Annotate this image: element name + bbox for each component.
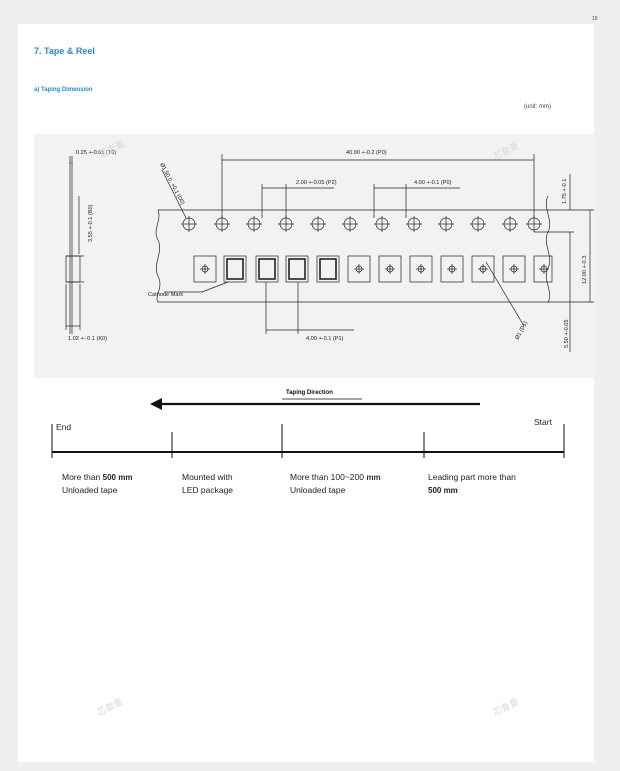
segment-end-unloaded: More than 500 mm Unloaded tape — [62, 472, 133, 495]
dim-t0: 0.25 +-0.05 (T0) — [76, 150, 116, 156]
taping-dimension-drawing: 0.25 +-0.05 (T0) Ø1.50 0, +0.1 (D0) 40.0… — [34, 134, 594, 378]
tape-right-edge — [545, 195, 551, 303]
dim-p2: 2.00 +-0.05 (P2) — [296, 180, 337, 186]
subsection-title: a) Taping Dimension — [34, 87, 93, 93]
dim-p0: 4.00 +-0.1 (P0) — [414, 180, 452, 186]
direction-arrow-head — [150, 398, 162, 410]
tape-left-edge — [155, 209, 161, 303]
dim-e: 1.75 +-0.1 — [562, 179, 568, 204]
dim-b0: 3.55 +-0.1 (B0) — [88, 204, 94, 242]
tape-pockets — [193, 255, 553, 283]
dim-w: 12.00 +-0.3 — [582, 256, 588, 284]
dim-p0-total: 40.00 +-0.2 (P0) — [346, 150, 387, 156]
cathode-mark-label: Cathode Mark — [148, 292, 183, 298]
segment-leading-part: Leading part more than 500 mm — [428, 472, 516, 495]
page-number: 19 — [592, 16, 598, 22]
segment-mounted: Mounted with LED package — [182, 472, 234, 495]
dim-p1: 4.00 +-0.1 (P1) — [306, 336, 344, 342]
start-label: Start — [534, 417, 552, 427]
unit-note: (unit: mm) — [524, 104, 551, 110]
segment-middle-unloaded: More than 100~200 mm Unloaded tape — [290, 472, 381, 495]
section-title: 7. Tape & Reel — [34, 46, 95, 56]
dim-f: 5.50 +-0.05 — [564, 320, 570, 348]
end-label: End — [56, 422, 72, 432]
dim-k0: 1.02 +- 0.1 (K0) — [68, 336, 107, 342]
taping-direction-title: Taping Direction — [286, 390, 333, 396]
